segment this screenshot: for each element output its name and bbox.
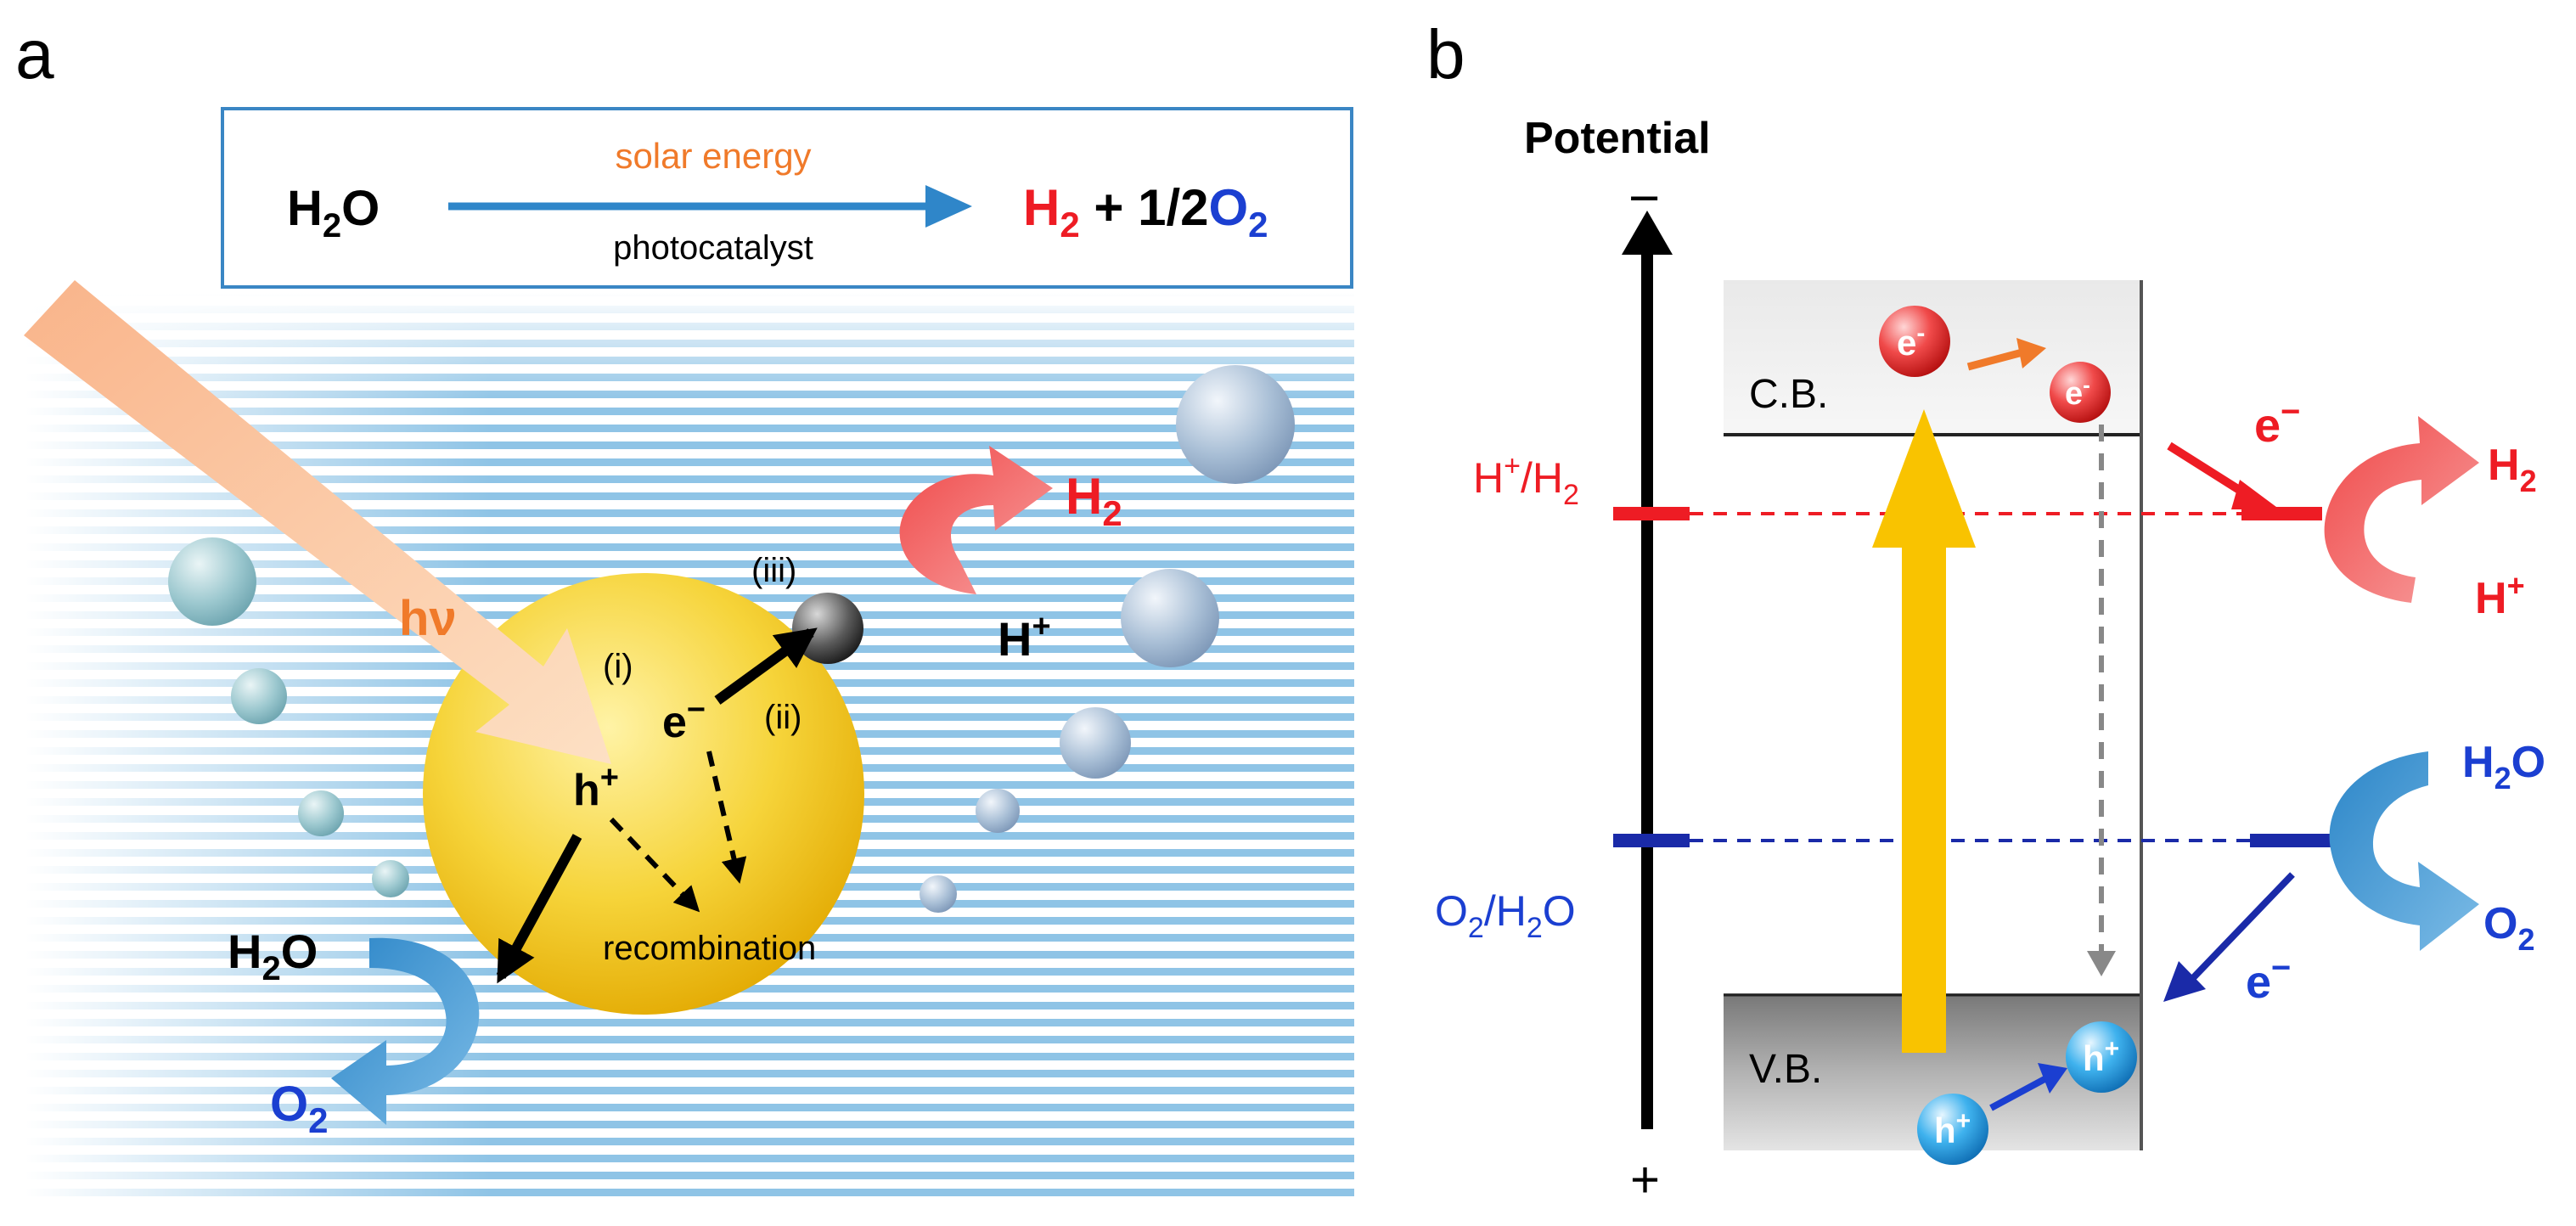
o2-evolution-curved-arrow: [331, 937, 480, 1125]
water-electron-arrow: [2188, 872, 2295, 983]
electron-to-proton-arrow: [2167, 441, 2253, 501]
o2-product-label: O2: [270, 1077, 328, 1140]
gas-bubble: [976, 789, 1020, 833]
panel-b: b Potential − + C.B. V.B. H+/H2 O2/H2O: [1426, 16, 2545, 1208]
electron-ball-surface: e-: [2050, 362, 2111, 423]
step-iii-label: (iii): [751, 552, 796, 589]
cocatalyst-particle: [792, 593, 863, 664]
gas-bubble: [1176, 365, 1295, 484]
reaction-equation-box: H2O solar energy photocatalyst H2 + 1/2O…: [221, 107, 1353, 289]
reaction-arrow-head: [925, 185, 972, 228]
water-label: H2O: [228, 925, 318, 987]
hole-transfer-arrow: [1989, 1075, 2048, 1111]
h2-label: H2: [2488, 441, 2537, 498]
hole-migration-arrow: [496, 834, 582, 984]
solar-energy-label: solar energy: [615, 136, 811, 176]
hole-transfer-arrowhead: [2038, 1063, 2067, 1094]
potential-axis-title: Potential: [1524, 114, 1711, 163]
water-label-b: H2O: [2462, 738, 2545, 796]
step-ii-label: (ii): [764, 699, 801, 736]
water-electron-arrowhead: [2163, 961, 2206, 1002]
gas-bubble: [231, 668, 287, 724]
recombination-arrowhead: [2087, 951, 2116, 976]
proton-label: H+: [998, 609, 1051, 666]
panel-a: a H2O solar energy photocatalyst H2 + 1/…: [15, 16, 1354, 1197]
potential-axis-arrowhead: [1622, 211, 1673, 255]
electron-migration-arrow: [714, 627, 818, 705]
svg-text:h+: h+: [2083, 1035, 2119, 1078]
o-couple-label: O2/H2O: [1435, 887, 1576, 944]
svg-text:e-: e-: [1897, 319, 1925, 363]
electron-to-proton-arrowhead: [2231, 480, 2280, 509]
gas-bubble: [920, 875, 957, 913]
axis-positive-sign: +: [1630, 1151, 1660, 1208]
panel-a-label: a: [15, 16, 54, 93]
recombination-label: recombination: [603, 930, 816, 967]
reaction-products: H2 + 1/2O2: [1023, 179, 1268, 245]
h2-evolution-curved-arrow-b: [2324, 416, 2479, 603]
gas-bubble: [1060, 707, 1131, 779]
o2-label: O2: [2483, 899, 2534, 957]
svg-text:h+: h+: [1934, 1107, 1971, 1150]
recombination-arrow-electron: [706, 751, 747, 884]
photocatalyst-label: photocatalyst: [613, 229, 813, 267]
gas-bubble: [168, 537, 256, 626]
o2-evolution-curved-arrow-b: [2329, 751, 2479, 951]
hole-ball: h+: [1917, 1094, 1988, 1165]
conduction-band-label: C.B.: [1749, 372, 1828, 417]
proton-label-b: H+: [2475, 568, 2525, 623]
gas-bubble: [298, 790, 344, 836]
hole-ball-surface: h+: [2066, 1021, 2137, 1093]
gas-bubble: [1121, 569, 1219, 667]
light-hv-label: hν: [399, 591, 457, 646]
h2-product-label: H2: [1066, 468, 1122, 533]
electron-label: e−: [662, 692, 706, 747]
reactant-water: H2O: [287, 181, 380, 245]
electron-transfer-arrow: [1966, 348, 2024, 371]
electron-ball: e-: [1879, 306, 1950, 377]
electron-transfer-label-top: e−: [2254, 393, 2301, 452]
light-beam-arrow: [24, 280, 611, 764]
step-i-label: (i): [603, 648, 633, 685]
h-couple-label: H+/H2: [1473, 450, 1579, 511]
electron-transfer-arrowhead: [2016, 338, 2046, 368]
valence-band-label: V.B.: [1749, 1047, 1822, 1092]
recombination-arrow-hole: [609, 817, 700, 913]
panel-b-label: b: [1426, 16, 1465, 93]
excitation-arrow-head: [1872, 409, 1976, 548]
electron-transfer-label-bottom: e−: [2246, 949, 2291, 1008]
svg-text:e-: e-: [2065, 372, 2090, 412]
excitation-arrow-shaft: [1902, 543, 1946, 1053]
h2-evolution-curved-arrow: [899, 446, 1053, 594]
gas-bubble: [372, 860, 409, 897]
hole-label: h+: [573, 760, 619, 815]
